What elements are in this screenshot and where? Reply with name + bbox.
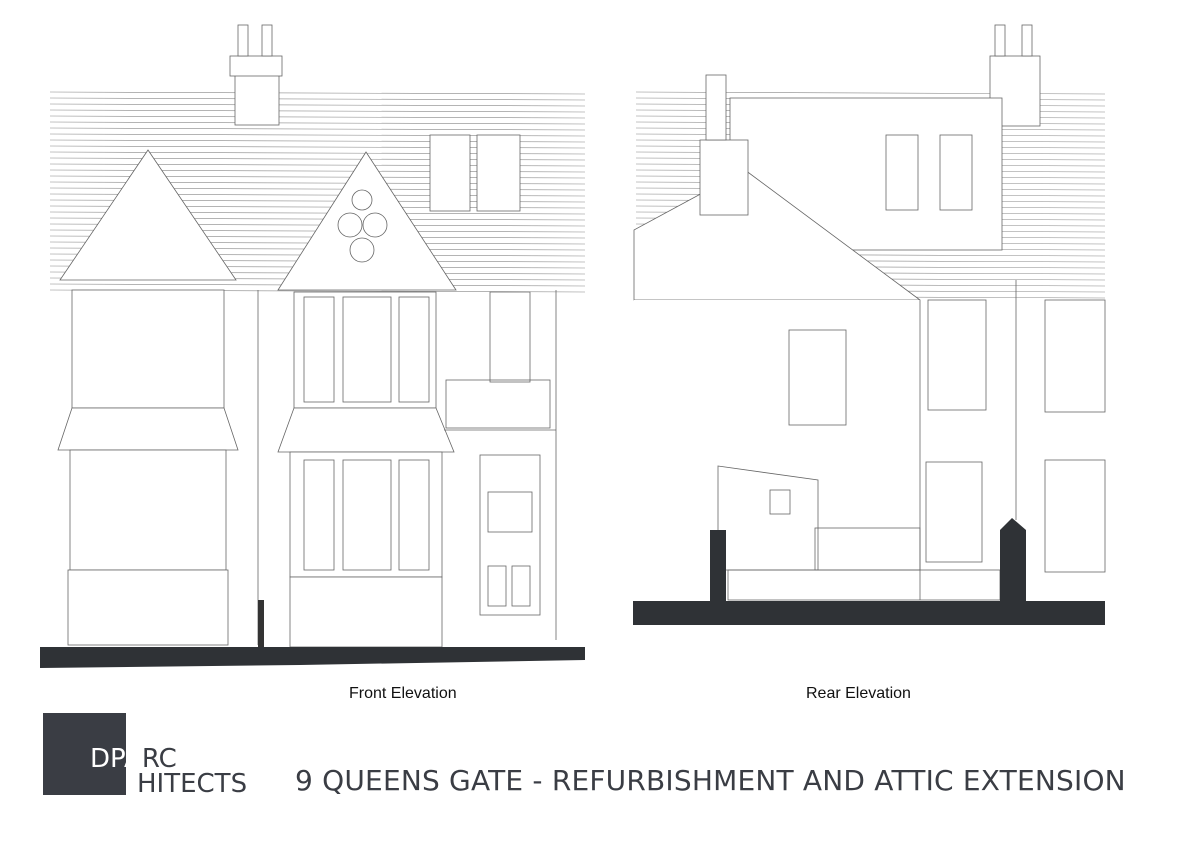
rear-elevation-label: Rear Elevation bbox=[806, 685, 911, 702]
rear-elevation-drawing bbox=[633, 24, 1106, 625]
roof-tile-line bbox=[49, 121, 586, 125]
roof-tile-line bbox=[49, 91, 586, 95]
logo-text-outside: RC bbox=[141, 744, 177, 774]
roof-tile-line bbox=[49, 103, 586, 107]
logo-text-line2: HITECTS bbox=[137, 769, 248, 799]
roof-tile-line bbox=[49, 97, 586, 101]
logo-square bbox=[43, 713, 126, 795]
front-elevation-label: Front Elevation bbox=[349, 685, 457, 702]
logo-text-inside: DPA bbox=[90, 744, 142, 774]
roof-tile-line bbox=[49, 109, 586, 113]
roof-tile-line bbox=[49, 115, 586, 119]
project-title: 9 QUEENS GATE - REFURBISHMENT AND ATTIC … bbox=[295, 764, 1126, 797]
logo-text-line1: DPARC bbox=[90, 746, 177, 772]
front-elevation-drawing bbox=[40, 24, 586, 668]
roof-tile-line bbox=[49, 127, 586, 131]
